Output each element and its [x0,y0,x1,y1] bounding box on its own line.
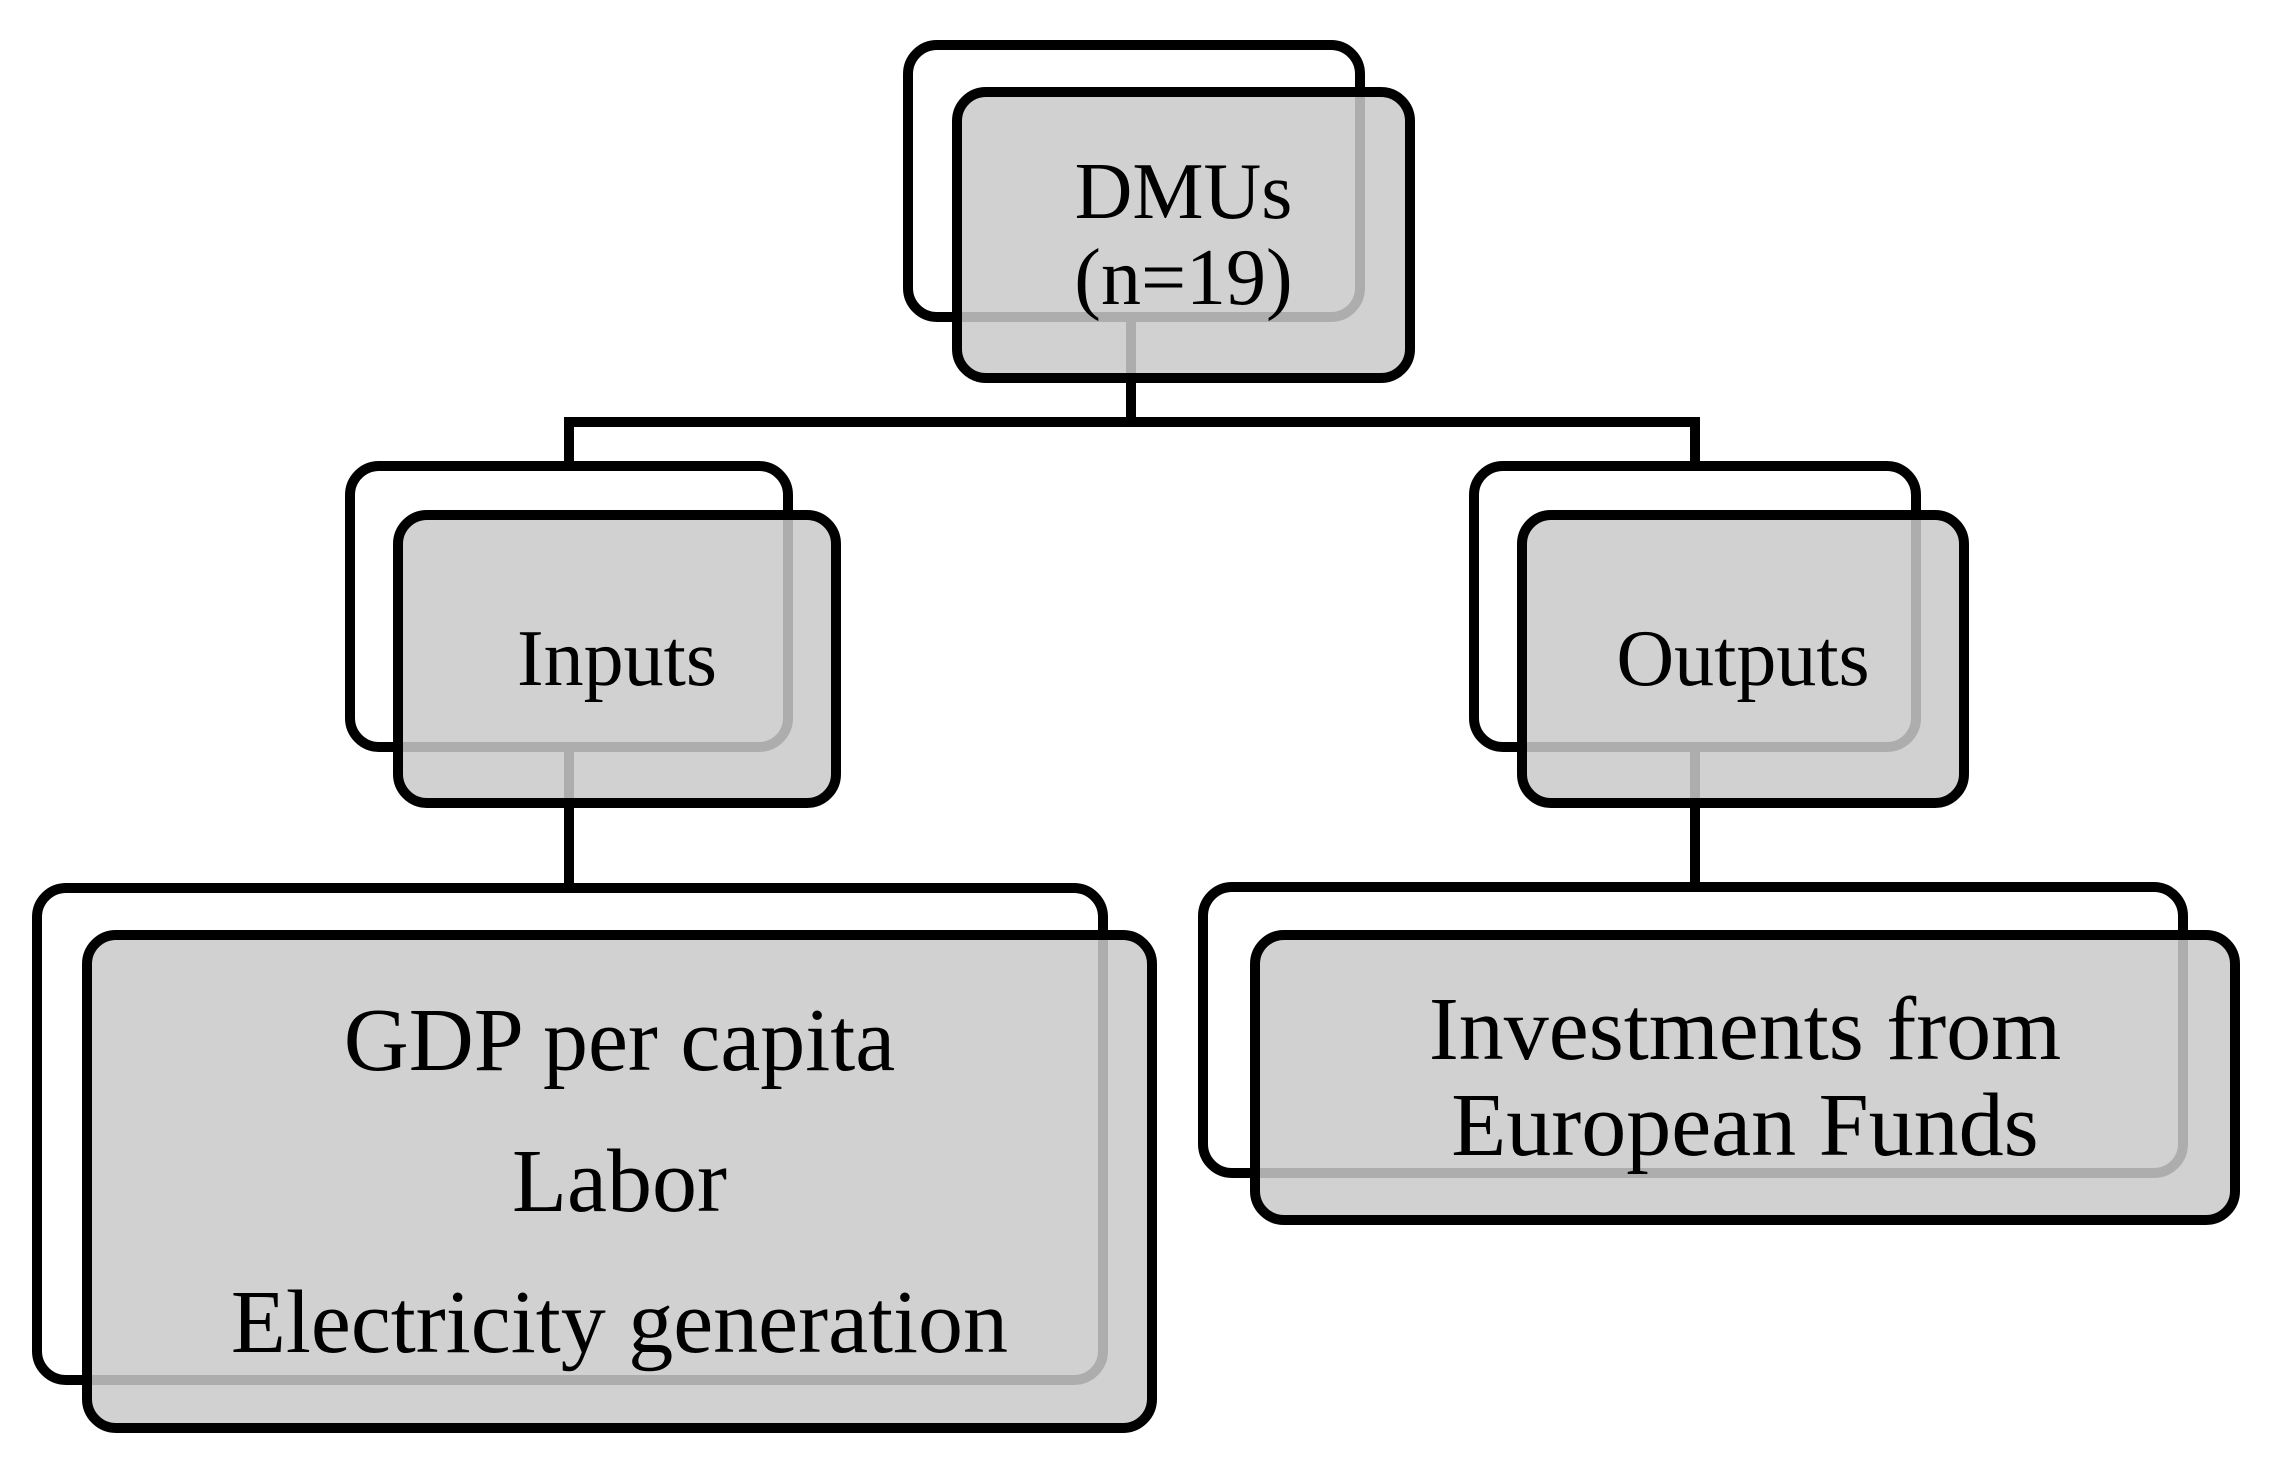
outputs-label-line: Outputs [1616,615,1870,703]
outputs-node: Outputs [1517,510,1969,808]
output-variable-line-2: European Funds [1451,1075,2039,1175]
output-variable-line-1: Investments from [1428,979,2062,1079]
inputs-label-line: Inputs [517,615,717,703]
input-variable-electricity-line: Electricity generation [230,1273,1009,1372]
input-variable-gdp-line: GDP per capita [343,991,896,1090]
connector-inputs-to-input-variables [564,740,574,893]
input-variable-labor-line: Labor [512,1132,727,1231]
dmus-label-line: DMUs [1074,148,1293,236]
inputs-node: Inputs [393,510,841,808]
dmus-node: DMUs (n=19) [952,87,1415,383]
connector-branch-horizontal [564,417,1700,427]
output-variables-node: Investments from European Funds [1250,930,2240,1225]
connector-drop-to-inputs [564,417,574,480]
input-variables-node: GDP per capita Labor Electricity generat… [82,930,1157,1433]
dmus-count-line: (n=19) [1074,234,1293,322]
connector-drop-to-outputs [1690,417,1700,480]
connector-outputs-to-output-variables [1690,740,1700,892]
